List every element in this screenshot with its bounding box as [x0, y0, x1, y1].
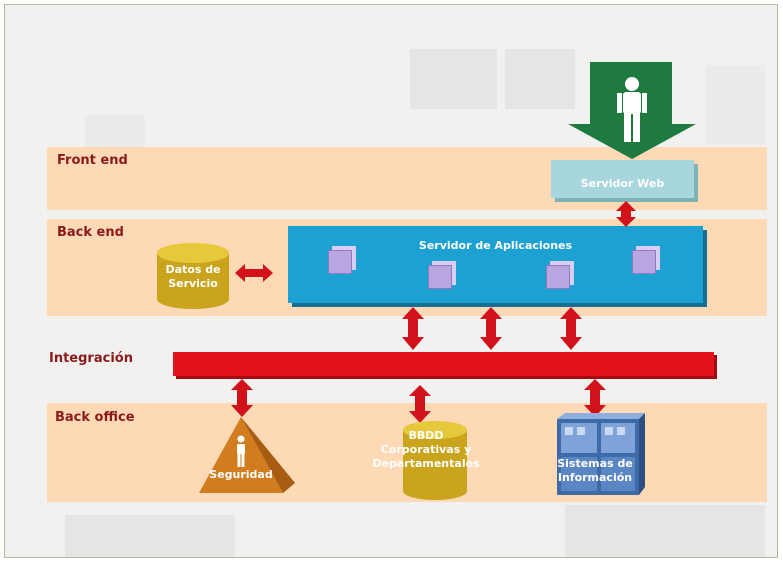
double-arrow-icon [480, 307, 502, 350]
corporate-db-line: Corporativas y [380, 443, 472, 456]
double-arrow-icon [235, 264, 273, 282]
back-office-label: Back office [55, 410, 135, 425]
connectors [231, 201, 636, 423]
integration-bus [173, 352, 714, 376]
user-arrow-icon [568, 62, 696, 159]
double-arrow-icon [616, 201, 636, 227]
application-server-label: Servidor de Aplicaciones [418, 239, 573, 252]
double-arrow-icon [560, 307, 582, 350]
background-block [410, 49, 497, 109]
front-end-label: Front end [57, 153, 128, 168]
double-arrow-icon [409, 385, 431, 423]
web-server-label: Servidor Web [580, 177, 665, 190]
double-arrow-icon [402, 307, 424, 350]
service-data-line: Datos de [165, 263, 221, 276]
cube-icon [328, 250, 352, 274]
service-data-label: Datos de Servicio [157, 263, 229, 291]
cube-icon [428, 265, 452, 289]
web-server-box: Servidor Web [551, 160, 694, 198]
background-block [65, 515, 235, 557]
info-systems-line: Sistemas de [557, 457, 633, 470]
cube-icon [632, 250, 656, 274]
background-block [505, 49, 575, 109]
pyramid-icon [199, 417, 295, 493]
diagram-frame: Front end Back end Integración Back offi… [4, 4, 778, 558]
user-figure-icon [237, 435, 245, 467]
security-label: Seguridad [209, 468, 273, 481]
application-server-box: Servidor de Aplicaciones [288, 226, 703, 303]
double-arrow-icon [584, 379, 606, 417]
double-arrow-icon [231, 379, 253, 417]
cube-icon [546, 265, 570, 289]
corporate-db-line: BBDD [408, 429, 444, 442]
server-rack-icon [557, 413, 645, 495]
service-data-line: Servicio [168, 277, 218, 290]
info-systems-line: Información [557, 471, 633, 484]
corporate-db-line: Departamentales [372, 457, 480, 470]
integration-label: Integración [49, 351, 133, 366]
back-end-label: Back end [57, 225, 124, 240]
background-block [565, 505, 765, 557]
database-cylinder-icon [157, 243, 229, 309]
info-systems-label: Sistemas de Información [545, 457, 645, 485]
background-block [705, 65, 765, 145]
corporate-db-label: BBDD Corporativas y Departamentales [361, 429, 491, 471]
user-figure-icon [617, 77, 647, 142]
database-cylinder-icon [403, 421, 467, 500]
